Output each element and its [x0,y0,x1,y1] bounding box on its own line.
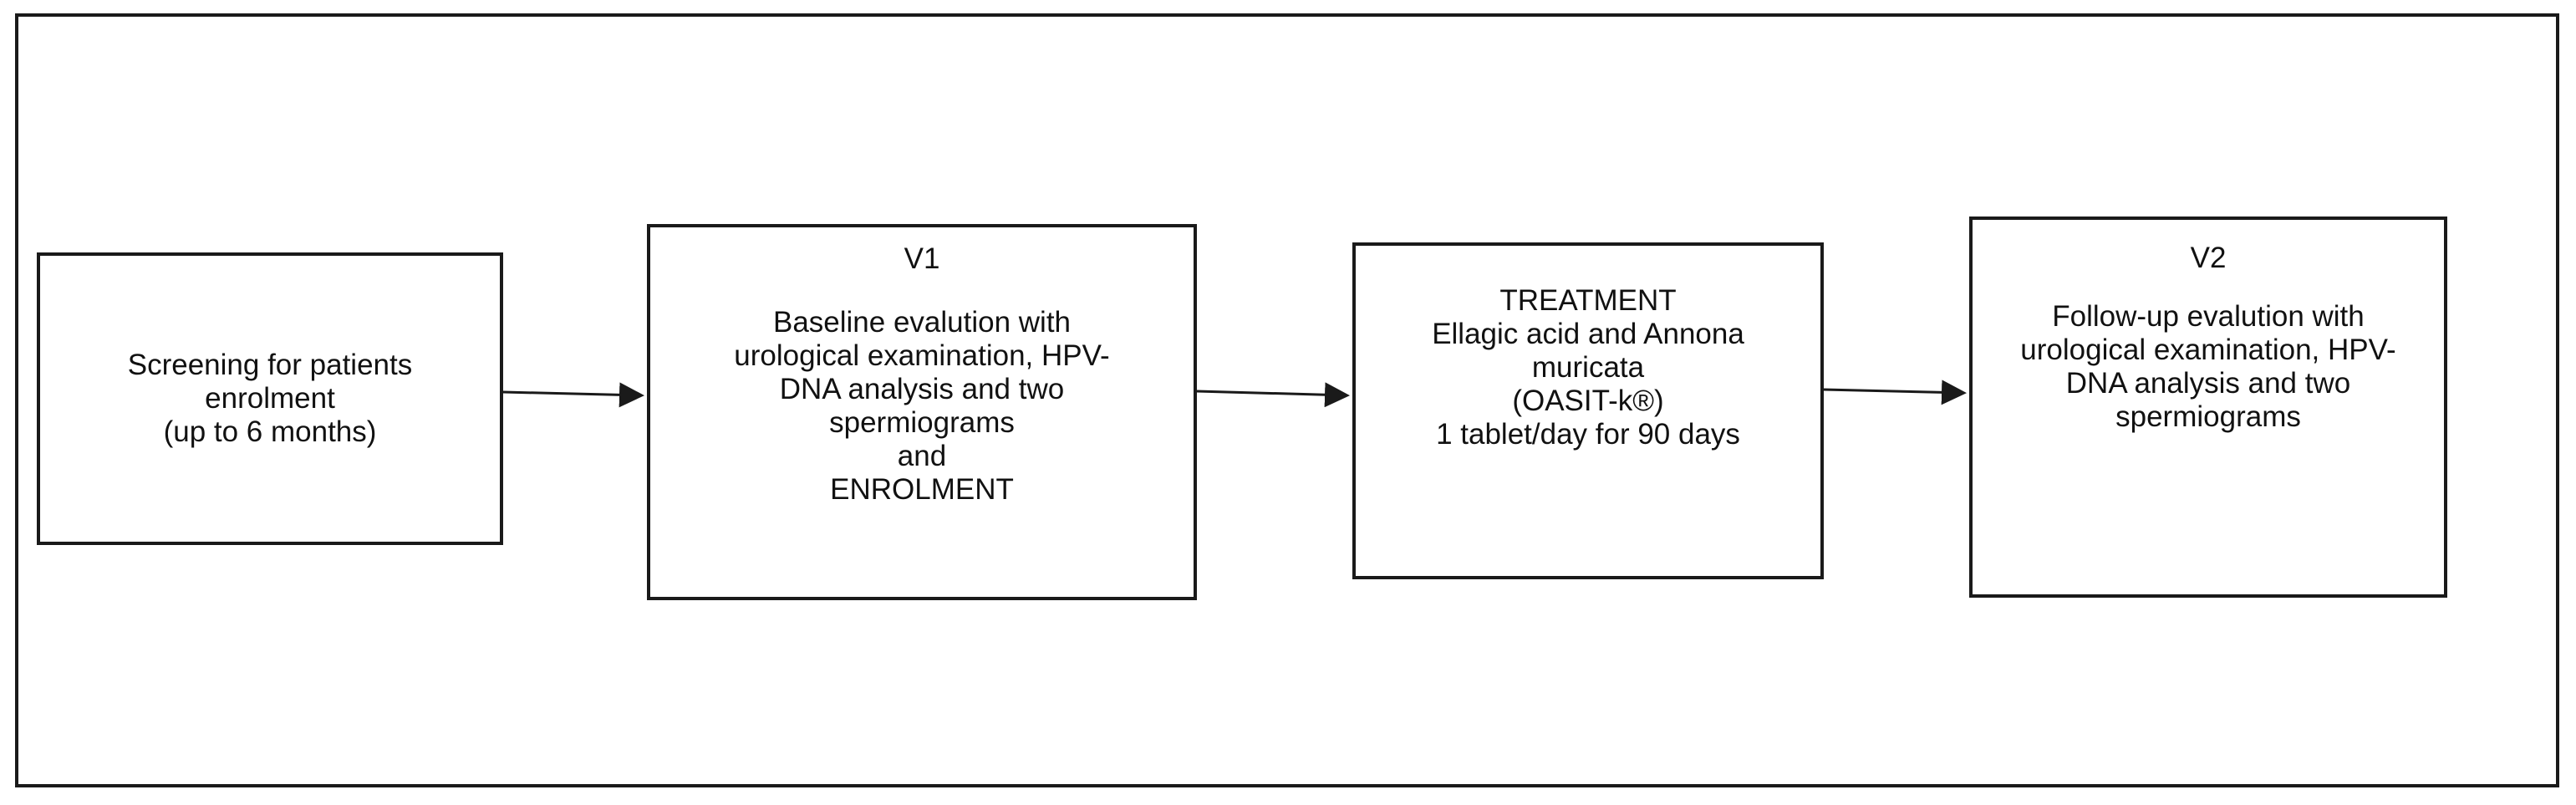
followup-heading: V2 [2190,242,2227,274]
baseline-line-2: urological examination, HPV- [734,339,1110,372]
screening-box: Screening for patients enrolment (up to … [37,252,503,545]
screening-line-2: enrolment [205,382,335,415]
baseline-heading: V1 [904,242,940,275]
baseline-line-5: and [897,440,947,472]
baseline-box: V1 Baseline evalution with urological ex… [647,224,1197,600]
followup-line-1: Follow-up evalution with [2052,300,2365,333]
followup-line-2: urological examination, HPV- [2020,334,2396,366]
followup-line-3: DNA analysis and two [2065,367,2351,400]
baseline-line-3: DNA analysis and two [779,373,1065,405]
followup-box: V2 Follow-up evalution with urological e… [1969,217,2447,598]
diagram-frame [15,13,2559,787]
followup-line-4: spermiograms [2115,400,2301,433]
treatment-line-3: (OASIT-k®) [1512,385,1664,417]
screening-line-3: (up to 6 months) [163,415,377,448]
treatment-box: TREATMENT Ellagic acid and Annona murica… [1352,242,1824,579]
treatment-line-1: Ellagic acid and Annona [1432,318,1744,350]
baseline-line-4: spermiograms [829,406,1015,439]
baseline-line-6: ENROLMENT [830,473,1014,506]
treatment-line-2: muricata [1531,351,1645,384]
treatment-line-4: 1 tablet/day for 90 days [1436,418,1740,451]
treatment-heading: TREATMENT [1499,284,1677,317]
baseline-line-1: Baseline evalution with [772,306,1072,339]
screening-line-1: Screening for patients [127,349,413,381]
